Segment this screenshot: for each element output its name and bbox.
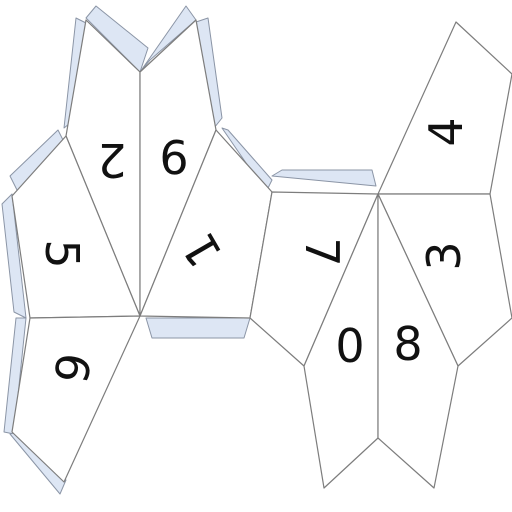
die-faces: [11, 19, 512, 489]
face-label-4: 4: [419, 117, 473, 146]
face-8: [377, 193, 459, 489]
face-label-2: 2: [97, 133, 126, 187]
glue-tab: [271, 169, 377, 187]
face-label-0: 0: [335, 319, 364, 373]
face-label-3: 3: [417, 241, 471, 270]
face-6: [11, 315, 141, 483]
face-label-9: 9: [159, 129, 188, 183]
face-label-5: 5: [35, 239, 89, 268]
face-label-8: 8: [393, 317, 422, 371]
glue-tab: [145, 317, 251, 339]
face-numbers: 2 9 5 1 6 4 7 3 0 8: [35, 117, 473, 387]
glue-tabs: [1, 5, 377, 495]
face-label-7: 7: [295, 237, 349, 266]
face-4: [377, 21, 512, 195]
